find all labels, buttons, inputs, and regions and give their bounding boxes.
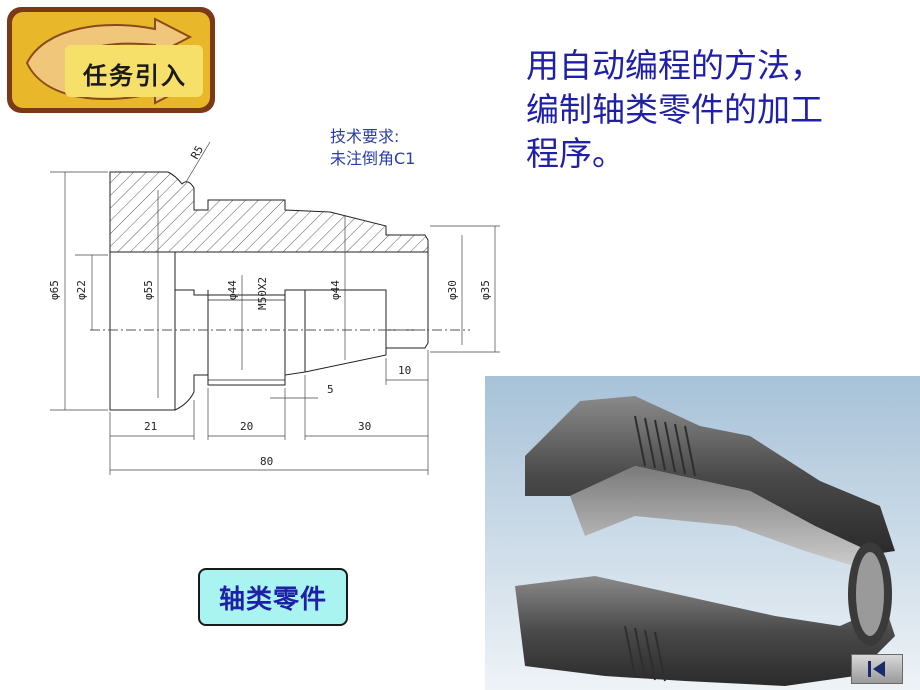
shaft-part-label[interactable]: 轴类零件 [198,568,348,626]
first-page-icon [868,661,885,677]
tech-req-heading: 技术要求: [330,127,400,146]
dim-d65: φ65 [48,280,61,300]
dim-l21: 21 [144,420,157,433]
title-line-2: 编制轴类零件的加工 [526,90,823,129]
dim-d35: φ35 [479,280,492,300]
technical-requirements: 技术要求: 未注倒角C1 [330,126,415,170]
dim-r5: R5 [188,144,206,162]
title-line-3: 程序。 [526,134,625,173]
badge-label: 任务引入 [83,61,187,90]
dim-l80: 80 [260,455,273,468]
dim-d55: φ55 [142,280,155,300]
tech-req-chamfer: 未注倒角C1 [330,149,416,168]
dim-d44-a: φ44 [226,280,239,300]
section-hatch [109,171,429,253]
dim-l30: 30 [358,420,371,433]
slide-title: 用自动编程的方法， 编制轴类零件的加工 程序。 [526,44,906,176]
title-line-1: 用自动编程的方法， [526,46,823,85]
dim-d44-b: φ44 [329,280,342,300]
dim-d30: φ30 [446,280,459,300]
badge-background [7,7,215,113]
task-intro-badge[interactable]: 任务引入 [5,5,217,115]
dim-d22: φ22 [75,280,88,300]
shaft-engineering-drawing: R5 φ65 φ22 φ55 φ44 M50X2 φ44 φ30 φ35 21 … [48,141,500,475]
shaft-3d-render [485,376,920,690]
dim-thread: M50X2 [256,277,269,310]
dim-l5: 5 [327,383,334,396]
first-page-button[interactable] [851,654,903,684]
dim-l10: 10 [398,364,411,377]
dim-l20: 20 [240,420,253,433]
